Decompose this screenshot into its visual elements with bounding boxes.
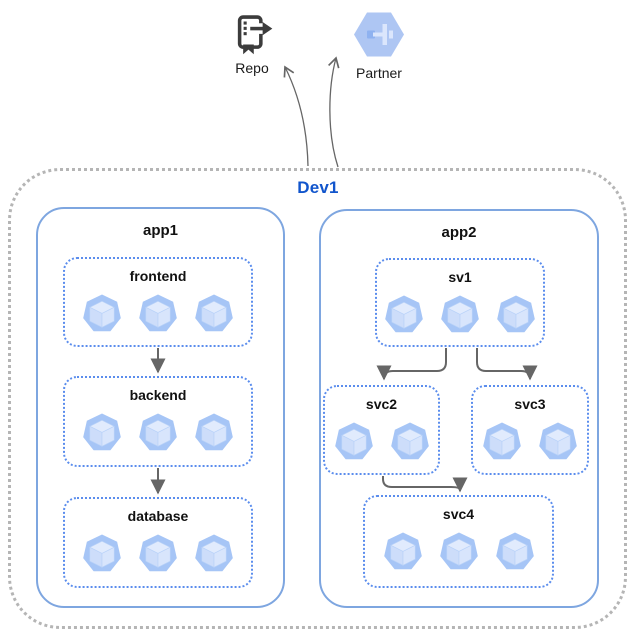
env-dev1-box [8, 168, 627, 629]
pod-icon [83, 294, 121, 332]
partner-label: Partner [356, 65, 402, 81]
app2-title: app2 [441, 224, 477, 241]
sv1-pods-row [383, 293, 537, 335]
svc2-pods-row [333, 420, 431, 462]
pod-icon [495, 532, 534, 570]
database-pods-row [81, 532, 235, 574]
service-sv1-label: sv1 [448, 269, 472, 285]
edge-dev1-partner [328, 56, 340, 168]
source-repo-icon [237, 15, 273, 55]
service-sv1-box: sv1 [375, 258, 545, 347]
partner-hexagon-icon [354, 12, 404, 57]
svc3-pods-row [481, 420, 579, 462]
pod-icon [483, 422, 521, 460]
pod-icon [195, 413, 233, 451]
pod-icon [139, 413, 177, 451]
service-backend-label: backend [129, 387, 187, 403]
backend-pods-row [81, 411, 235, 453]
pod-icon [385, 295, 423, 333]
service-frontend-label: frontend [129, 268, 187, 284]
service-frontend-box: frontend [63, 257, 253, 347]
app2-box: app2 sv1 svc2 [319, 209, 599, 608]
pod-icon [383, 532, 422, 570]
service-svc3-label: svc3 [514, 396, 546, 412]
pod-icon [539, 422, 577, 460]
app1-title: app1 [142, 222, 178, 239]
pod-icon [139, 534, 177, 572]
pod-icon [441, 295, 479, 333]
service-svc2-label: svc2 [365, 396, 398, 412]
pod-icon [195, 294, 233, 332]
service-database-label: database [127, 508, 189, 524]
repo-label: Repo [235, 60, 269, 76]
service-database-box: database [63, 497, 253, 588]
service-svc4-label: svc4 [442, 506, 475, 522]
env-dev1-label: Dev1 [297, 178, 339, 197]
service-svc4-box: svc4 [363, 495, 554, 588]
pod-icon [497, 295, 535, 333]
pod-icon [83, 413, 121, 451]
service-svc2-box: svc2 [323, 385, 440, 475]
pod-icon [139, 294, 177, 332]
pod-icon [390, 422, 429, 460]
app1-box: app1 frontend backend [36, 207, 285, 608]
pod-icon [83, 534, 121, 572]
frontend-pods-row [81, 292, 235, 334]
svc4-pods-row [382, 530, 536, 572]
service-backend-box: backend [63, 376, 253, 467]
pod-icon [439, 532, 478, 570]
pod-icon [334, 422, 373, 460]
pod-icon [195, 534, 233, 572]
service-svc3-box: svc3 [471, 385, 589, 475]
edge-dev1-repo [283, 65, 309, 167]
